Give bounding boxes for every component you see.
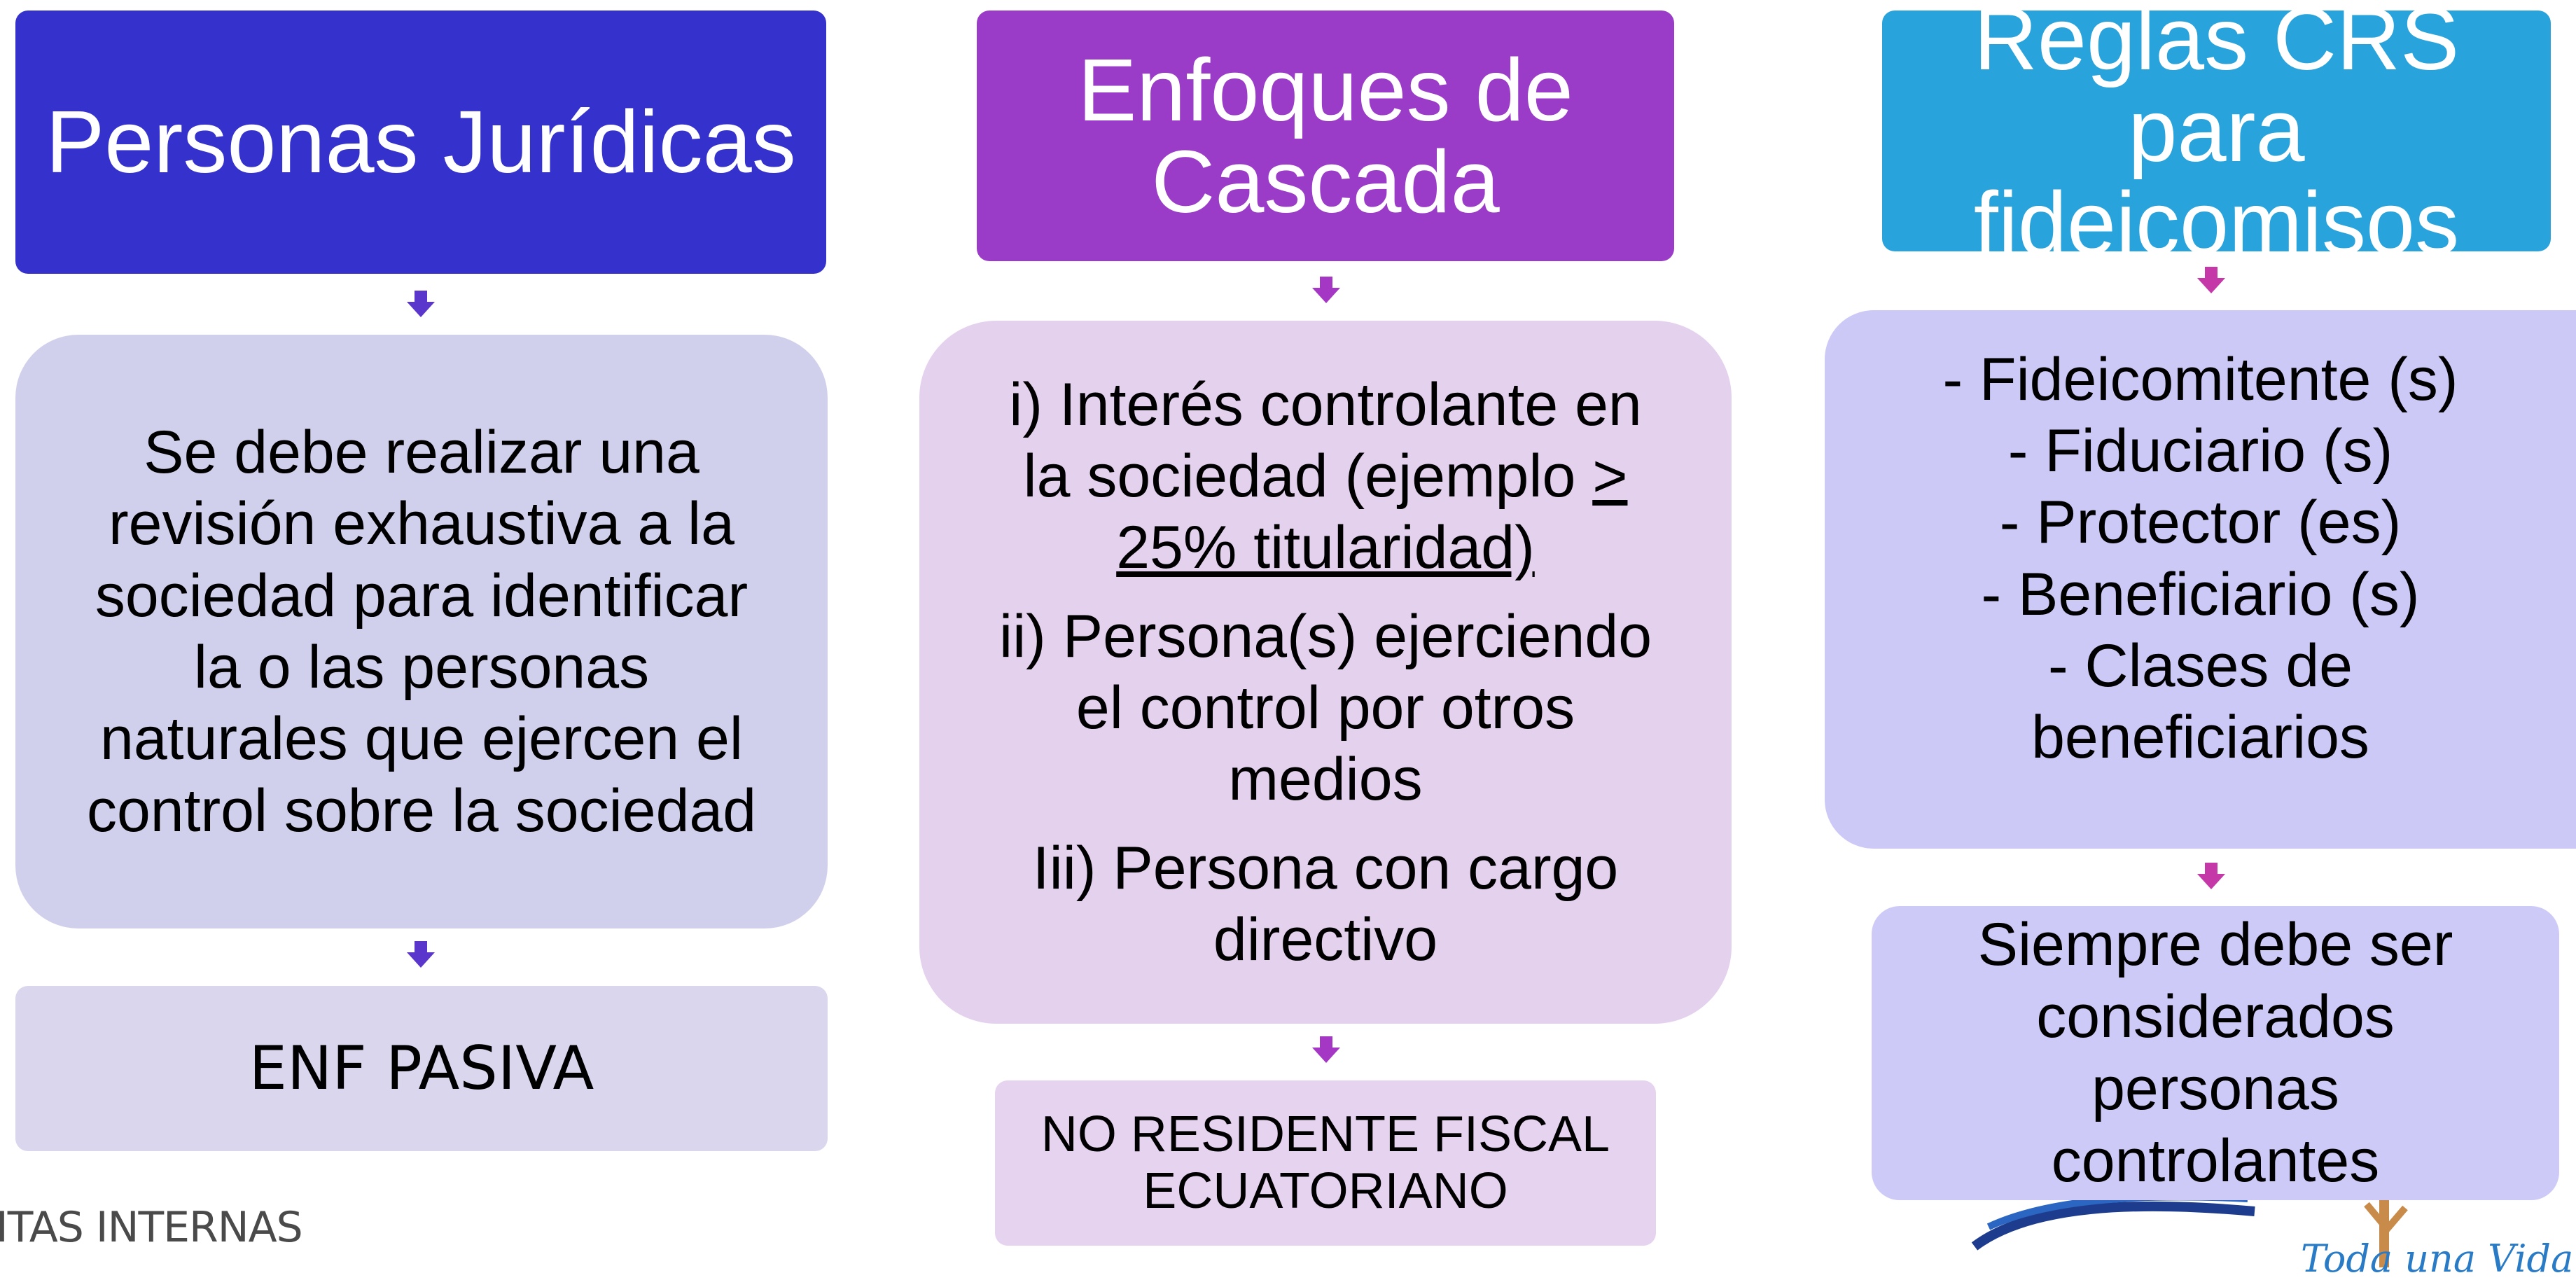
criterion-line: la sociedad (ejemplo > [1009, 440, 1642, 512]
header-reglas-crs: Reglas CRS para fideicomisos [1882, 11, 2551, 251]
header-title-line: Reglas CRS [1973, 11, 2460, 89]
criterion-line: ii) Persona(s) ejerciendo [998, 602, 1652, 670]
role-item: - Clases de [2048, 632, 2353, 700]
footer-agency-text: ITAS INTERNAS [0, 1203, 303, 1252]
criterion-text: la sociedad (ejemplo [1023, 443, 1593, 510]
criterion-line: directivo [1213, 905, 1438, 973]
result-line: NO RESIDENTE FISCAL [1040, 1106, 1610, 1163]
role-item: beneficiarios [2031, 704, 2369, 772]
conclusion-line: considerados [2036, 982, 2395, 1050]
role-item: - Fiduciario (s) [2007, 417, 2393, 485]
arrow-down-icon [1312, 1036, 1340, 1064]
criterion-line: i) Interés controlante en [1009, 370, 1642, 438]
header-title-line: fideicomisos [1973, 173, 2460, 251]
criterion-line: el control por otros [1075, 674, 1575, 742]
role-item: - Fideicomitente (s) [1942, 345, 2458, 413]
header-title-line: Cascada [1151, 132, 1500, 231]
arrow-down-icon [2197, 267, 2225, 295]
description-line: Se debe realizar una [144, 419, 699, 487]
header-title-line: para [2128, 81, 2305, 181]
criterion-item: i) Interés controlante en la sociedad (e… [1009, 369, 1642, 584]
logo-tree-icon [2353, 1183, 2416, 1267]
description-line: la o las personas [193, 634, 650, 701]
arrow-down-icon [407, 291, 435, 319]
role-item: - Beneficiario (s) [1981, 560, 2420, 628]
conclusion-line: personas [2091, 1055, 2339, 1122]
description-box: Se debe realizar una revisión exhaustiva… [15, 335, 828, 928]
result-label: ENF PASIVA [249, 1034, 594, 1104]
criterion-line: medios [1228, 746, 1423, 814]
header-personas-juridicas: Personas Jurídicas [15, 11, 826, 274]
result-line: ECUATORIANO [1143, 1163, 1508, 1219]
result-box: NO RESIDENTE FISCAL ECUATORIANO [995, 1080, 1656, 1246]
description-line: revisión exhaustiva a la [109, 490, 734, 558]
criterion-item: Iii) Persona con cargo directivo [1033, 833, 1619, 976]
header-title: Personas Jurídicas [46, 92, 796, 192]
description-line: sociedad para identificar [95, 562, 749, 629]
roles-box: - Fideicomitente (s) - Fiduciario (s) - … [1825, 310, 2576, 849]
description-line: control sobre la sociedad [86, 777, 757, 844]
description-line: naturales que ejercen el [100, 705, 743, 773]
greater-equal-symbol: > [1592, 443, 1628, 510]
criterion-line: Iii) Persona con cargo [1032, 834, 1619, 902]
role-item: - Protector (es) [1999, 489, 2402, 557]
header-enfoques-cascada: Enfoques de Cascada [977, 11, 1674, 261]
criterion-line: 25% titularidad) [1116, 514, 1535, 582]
arrow-down-icon [1312, 277, 1340, 305]
logo-tagline: Toda una Vida [2301, 1237, 2574, 1281]
criterion-item: ii) Persona(s) ejerciendo el control por… [999, 601, 1652, 816]
conclusion-box: Siempre debe ser considerados personas c… [1872, 906, 2559, 1200]
header-title-line: Enfoques de [1078, 40, 1573, 139]
arrow-down-icon [407, 941, 435, 969]
arrow-down-icon [2197, 863, 2225, 891]
conclusion-line: Siempre debe ser [1977, 910, 2453, 978]
conclusion-line: controlantes [2051, 1127, 2380, 1195]
result-box: ENF PASIVA [15, 986, 828, 1151]
criteria-box: i) Interés controlante en la sociedad (e… [919, 321, 1732, 1024]
